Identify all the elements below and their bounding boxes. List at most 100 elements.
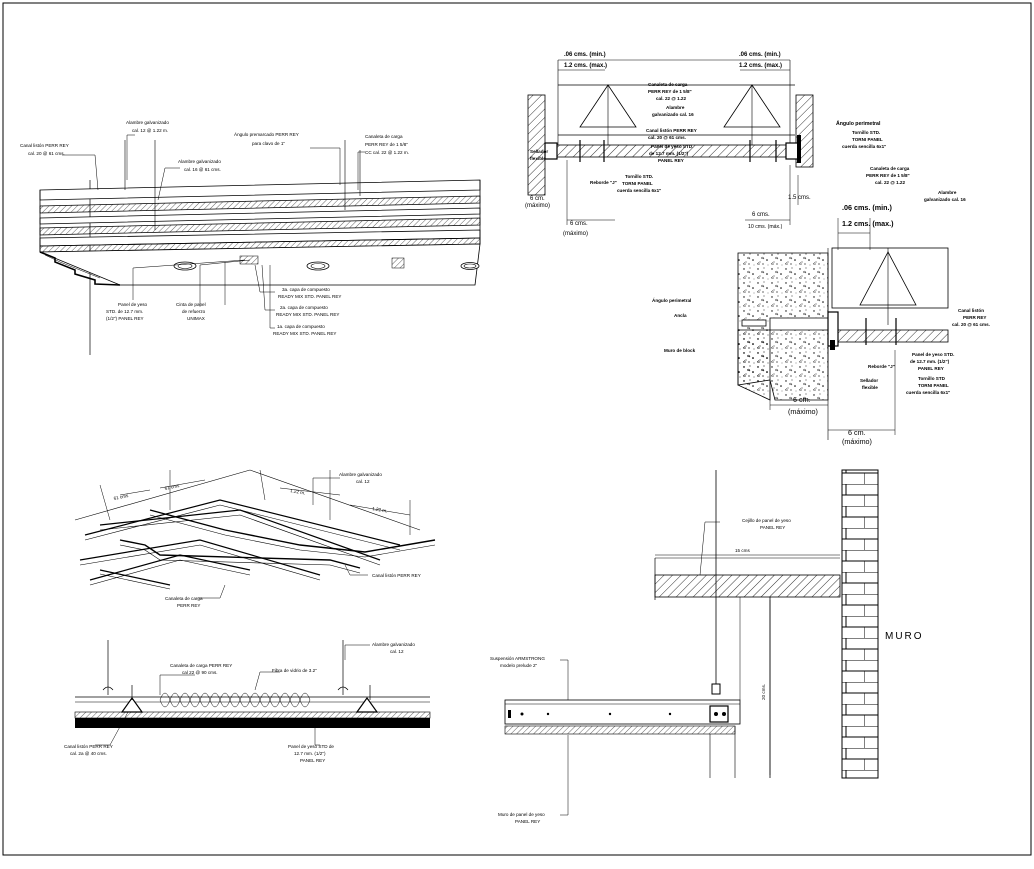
sec-dim-6cm-left-sub: (máximo) — [525, 203, 550, 209]
block-label-tornillo: Tornillo STD — [918, 376, 946, 381]
sec-label-tornillo-sub2: cuerda sencilla 6x1" — [842, 144, 886, 149]
ins-label-canaleta-sub: cal 22 @ 90 cms. — [182, 670, 218, 675]
iso-label-panel-sub1: STD. de 12.7 mm. — [106, 309, 143, 314]
sec-label-angulo: Ángulo perimetral — [836, 120, 881, 127]
grid-label-canal-liston: Canal listón PERR REY — [372, 573, 421, 578]
sec-label-tornillo: Tornillo STD. — [852, 130, 880, 135]
grid-label-canaleta-sub: PERR REY — [177, 603, 201, 608]
sec-label-tornillo2-sub1: TORNI PANEL — [622, 181, 653, 186]
sec-dim-10cms: 10 cms. (máx.) — [748, 224, 783, 230]
grid-dim-122-a: 1.22 m. — [290, 488, 306, 496]
sec-dim-6cms: 6 cms. — [570, 221, 588, 227]
block-dim-6cm-b: 6 cm. — [848, 428, 866, 437]
block-label-alambre: Alambre — [938, 190, 957, 195]
sec-label-tornillo-sub1: TORNI PANEL — [852, 137, 883, 142]
ins-label-fibra: Fibra de vidrio de 3.2" — [272, 668, 317, 673]
sec-label-alambre: Alambre — [666, 105, 685, 110]
iso-label-canal-liston-sub: cal. 20 @ 61 cms. — [28, 151, 65, 156]
sheet-border — [2, 2, 1032, 856]
block-dim-6cm-sub: (máximo) — [788, 407, 818, 416]
detail-section-perimeter: .06 cms. (min.) 1.2 cms. (max.) .06 cms.… — [525, 52, 886, 237]
ins-label-panel: Panel de yeso STD de — [288, 744, 334, 749]
wall-label-ceiling: Cejillo de panel de yeso — [742, 518, 791, 523]
block-dim-6cm: 6 cm. — [793, 395, 811, 404]
iso-label-alambre-12: Alambre galvanizado — [126, 120, 169, 125]
block-dim-6cm-b-sub: (máximo) — [842, 437, 872, 446]
block-label-alambre-sub: galvanizado cal. 16 — [924, 197, 966, 202]
block-label-sellador: Sellador — [860, 378, 878, 383]
iso-label-cinta-sub2: UNIMAX — [187, 316, 205, 321]
wall-label-muro: MURO — [885, 631, 924, 642]
grid-label-alambre-sub: cal. 12 — [356, 479, 370, 484]
sec-dim-right-2: 1.2 cms. (max.) — [739, 63, 782, 69]
sec-dim-left-2: 1.2 cms. (max.) — [564, 63, 607, 69]
sec-label-panel-sub1: de 12.7 mm. (1/2") — [649, 151, 689, 156]
iso-label-angulo-sub: para clavo de 1" — [252, 141, 285, 146]
iso-label-cinta: Cinta de papel — [176, 302, 206, 307]
block-label-sellador-sub: flexible — [862, 385, 878, 390]
sec-label-canal-liston: Canal listón PERR REY — [646, 128, 697, 133]
detail-section-wall-ceiling: Cejillo de panel de yeso PANEL REY 15 cm… — [490, 469, 924, 824]
block-label-panel-sub2: PANEL REY — [918, 366, 944, 371]
wall-label-suspension: Suspensión ARMSTRONG — [490, 656, 545, 661]
iso-label-alambre-12-sub: cal. 12 @ 1.22 m. — [132, 128, 168, 133]
sec-dim-left-1: .06 cms. (min.) — [564, 52, 606, 58]
block-label-panel-sub1: de 12.7 mm. (1/2") — [910, 359, 950, 364]
ins-label-alambre-sub: cal. 12 — [390, 649, 404, 654]
block-label-ancla: Ancla — [674, 313, 687, 318]
grid-label-canaleta: Canaleta de carga — [165, 596, 203, 601]
iso-label-canal-liston: Canal listón PERR REY — [20, 143, 69, 148]
insulation-batts — [159, 692, 311, 708]
iso-label-capa1: 1a. capa de compuesto — [277, 324, 325, 329]
ins-label-panel-sub2: PANEL REY — [300, 758, 325, 763]
sec-label-alambre-sub: galvanizado cal. 16 — [652, 112, 694, 117]
detail-section-block-wall: Canaleta de carga PERR REY de 1 5/8" cal… — [652, 166, 990, 446]
block-label-canal-liston-sub1: PERR REY — [963, 315, 987, 320]
sec-dim-6cm-left: 6 cm. — [530, 196, 545, 202]
detail-grid-isometric: 61 cms 61 cms 1.22 m. 1.22 m. Alambre ga… — [74, 469, 436, 608]
sec-label-canaleta: Canaleta de carga — [648, 82, 688, 87]
block-dim-2: 1.2 cms. (max.) — [842, 219, 894, 228]
iso-label-canaleta-sub2: CC cal. 22 @ 1.22 m. — [365, 150, 409, 155]
ins-label-alambre: Alambre galvanizado — [372, 642, 415, 647]
sec-label-canaleta-sub2: cal. 22 @ 1.22 — [656, 96, 686, 101]
grid-dim-122-b: 1.22 m. — [372, 506, 388, 514]
iso-label-capa3-sub: READY MIX STD. PANEL REY — [278, 294, 341, 299]
sec-label-sellador: Sellador — [530, 149, 548, 154]
ins-label-canal-liston-sub: cal. 2a @ 40 cms. — [70, 751, 107, 756]
sec-label-panel: Panel de yeso STD. — [651, 144, 693, 149]
block-label-canaleta-sub1: PERR REY de 1 5/8" — [866, 173, 910, 178]
sec-label-sellador-sub: flexible — [530, 156, 546, 161]
iso-label-capa2: 2a. capa de compuesto — [280, 305, 328, 310]
sec-label-canal-liston-sub: cal. 20 @ 61 cms. — [648, 135, 686, 140]
block-label-muro: Muro de block — [664, 348, 696, 353]
iso-label-alambre-16-sub: cal. 16 @ 61 cms. — [184, 167, 221, 172]
iso-label-panel: Panel de yeso — [118, 302, 148, 307]
sec-label-tornillo2: Tornillo STD. — [625, 174, 653, 179]
grid-label-alambre: Alambre galvanizado — [339, 472, 382, 477]
block-label-tornillo-sub2: cuerda sencilla 6x1" — [906, 390, 950, 395]
sec-label-panel-sub2: PANEL REY — [658, 158, 684, 163]
detail-isometric-ceiling: Canal listón PERR REY cal. 20 @ 61 cms. … — [20, 120, 481, 355]
sec-dim-6cms-sub: (máximo) — [563, 231, 588, 237]
sec-label-tornillo2-sub2: cuerda sencilla 6x1" — [617, 188, 661, 193]
wall-label-muro-panel-sub: PANEL REY — [515, 819, 540, 824]
sec-dim-right-1: .06 cms. (min.) — [739, 52, 781, 58]
wall-label-ceiling-sub: PANEL REY — [760, 525, 785, 530]
iso-label-panel-sub2: (1/2") PANEL REY — [106, 316, 144, 321]
ins-label-canal-liston: Canal listón PERR REY — [64, 744, 113, 749]
iso-label-capa3: 3a. capa de compuesto — [282, 287, 330, 292]
ins-label-canaleta: Canaleta de carga PERR REY — [170, 663, 232, 668]
grid-dim-61-b: 61 cms — [164, 483, 180, 491]
wall-dim-20: 20 cms. — [761, 684, 766, 700]
sec-label-canaleta-sub1: PERR REY de 1 5/8" — [648, 89, 692, 94]
iso-label-canaleta: Canaleta de carga — [365, 134, 403, 139]
block-label-angulo: Ángulo perimetral — [652, 297, 691, 303]
iso-label-capa1-sub: READY MIX STD. PANEL REY — [273, 331, 336, 336]
iso-label-cinta-sub1: de refuerzo — [182, 309, 206, 314]
grid-dim-61-a: 61 cms — [113, 493, 129, 501]
wall-label-muro-panel: Muro de panel de yeso — [498, 812, 545, 817]
detail-section-insulated: Alambre galvanizado cal. 12 Canaleta de … — [64, 640, 431, 763]
sec-label-reborde: Reborde "J" — [590, 180, 617, 185]
block-label-canaleta: Canaleta de carga — [870, 166, 910, 171]
